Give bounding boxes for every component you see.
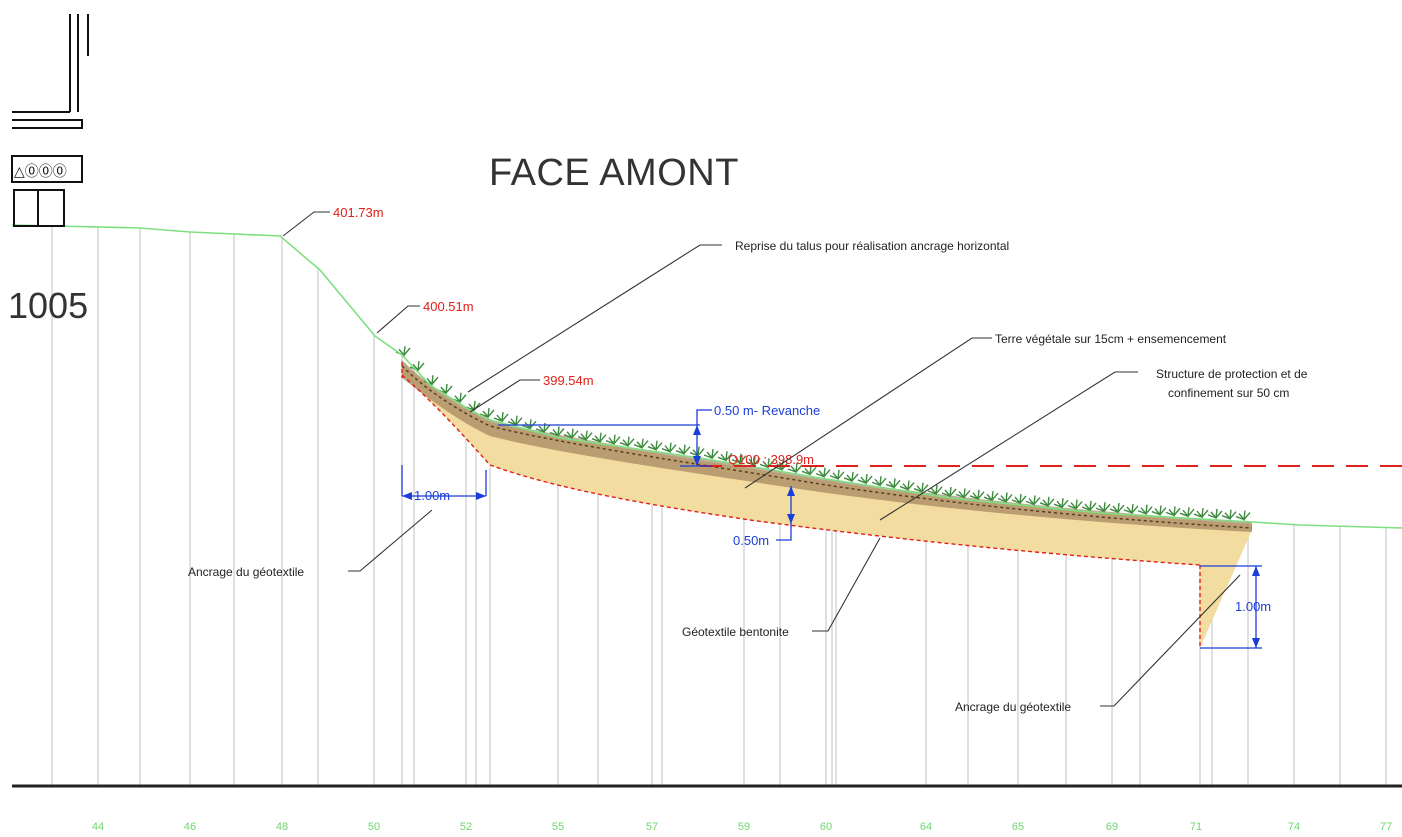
flood-level-label: Q100 : 398.9m [728,452,814,467]
grass-tuft [801,465,817,477]
station-label: 64 [920,821,932,832]
grass-tuft [507,415,523,427]
grass-tuft [1207,508,1223,520]
grass-tuft [535,422,551,434]
grass-tuft [969,489,985,501]
station-label: 50 [368,821,380,832]
grass-tuft [927,484,943,496]
grass-tuft [703,448,719,460]
grass-tuft [731,453,747,465]
label-structure-2: confinement sur 50 cm [1168,386,1289,400]
station-labels: 44 46 48 50 52 55 57 59 60 64 65 69 71 74 77 [92,821,1392,833]
grass-tuft [1193,507,1209,519]
grass-tuft [913,482,929,494]
station-label: 57 [646,821,658,832]
station-label: 71 [1190,821,1202,832]
grass-tuft [1011,493,1027,505]
station-label: 74 [1288,821,1300,832]
ground-profile-line [11,224,1402,529]
station-label: 60 [820,821,832,832]
geotextile-line [401,374,1201,566]
profile-vertical-lines [51,225,1387,786]
topsoil-band [402,360,1252,532]
elevation-leaders [282,211,540,413]
structure-symbol: △⓪⓪⓪ [14,163,67,179]
grass-tuft [941,486,957,498]
label-ancrage-left: Ancrage du géotextile [188,565,304,579]
grass-tuft [1235,510,1251,522]
station-label: 77 [1380,821,1392,832]
grass-tuft [857,473,873,485]
station-label: 59 [738,821,750,832]
station-label: 69 [1106,821,1118,832]
grass-tuft [843,471,859,483]
grass-tuft [1123,503,1139,515]
grass-tuft [1179,507,1195,518]
existing-structure: △⓪⓪⓪ [11,14,89,227]
structure-fill [402,362,1252,565]
grass-tuft [815,467,831,479]
grass-tuft [605,434,621,446]
grass-tuft [493,412,509,423]
grass-tuft [983,491,999,502]
grass-tuft [549,426,565,438]
grass-tuft [787,462,803,474]
drawing-title: FACE AMONT [489,152,739,194]
grass-tuft [675,444,691,456]
grass-tuft [591,432,607,444]
grass-tuft [647,440,663,452]
label-terre: Terre végétale sur 15cm + ensemencement [995,332,1227,346]
grass-tuft [1025,495,1041,507]
station-label: 55 [552,821,564,832]
grass-tuft [1067,499,1083,511]
grass-tuft [829,469,845,481]
grass-tuft [563,428,579,440]
grass-tuft [1109,502,1125,514]
grass-tuft [1053,498,1069,509]
station-label: 52 [460,821,472,832]
annotation-leaders [348,244,1241,707]
grass-tuft [1137,504,1153,516]
label-reprise: Reprise du talus pour réalisation ancrag… [735,239,1009,253]
label-geotextile: Géotextile bentonite [682,625,789,639]
grass-tuft [577,430,593,442]
elevation-mid: 400.51m [423,299,474,314]
grass-tuft [395,346,411,357]
station-label: 65 [1012,821,1024,832]
dim-thickness: 0.50m [733,533,769,548]
grass-tuft [871,476,887,487]
elevation-toe: 399.54m [543,373,594,388]
grass-tuft [1095,502,1111,513]
section-id: 1005 [8,285,89,326]
station-label: 48 [276,821,288,832]
grass-tuft [955,488,971,500]
dim-revanche: 0.50 m- Revanche [714,403,820,418]
label-ancrage-right: Ancrage du géotextile [955,700,1071,714]
dim-anchor-right: 1.00m [1235,599,1271,614]
dimension-arrows [402,425,1260,648]
label-structure-1: Structure de protection et de [1156,367,1308,381]
grass-tuft [899,480,915,492]
grass-tuft [1081,500,1097,512]
grass-tuft [1221,509,1237,521]
grass-tuft [521,419,537,430]
station-label: 46 [184,821,196,832]
topsoil-hatch [401,365,1253,529]
grass-tuft [619,436,635,448]
grass-tuft [1039,496,1055,508]
grass-tuft [1151,505,1167,517]
grass-tuft [717,451,733,463]
grass-tuft [661,442,677,454]
grass-tuft [479,407,495,419]
station-label: 44 [92,821,104,832]
grass-tuft [633,438,649,450]
protection-structure [401,360,1253,648]
grass-tuft [1165,506,1181,518]
elevation-top: 401.73m [333,205,384,220]
grass-tuft [997,492,1013,504]
grass-tuft [885,478,901,490]
dim-anchor-left: 1.00m [414,488,450,503]
